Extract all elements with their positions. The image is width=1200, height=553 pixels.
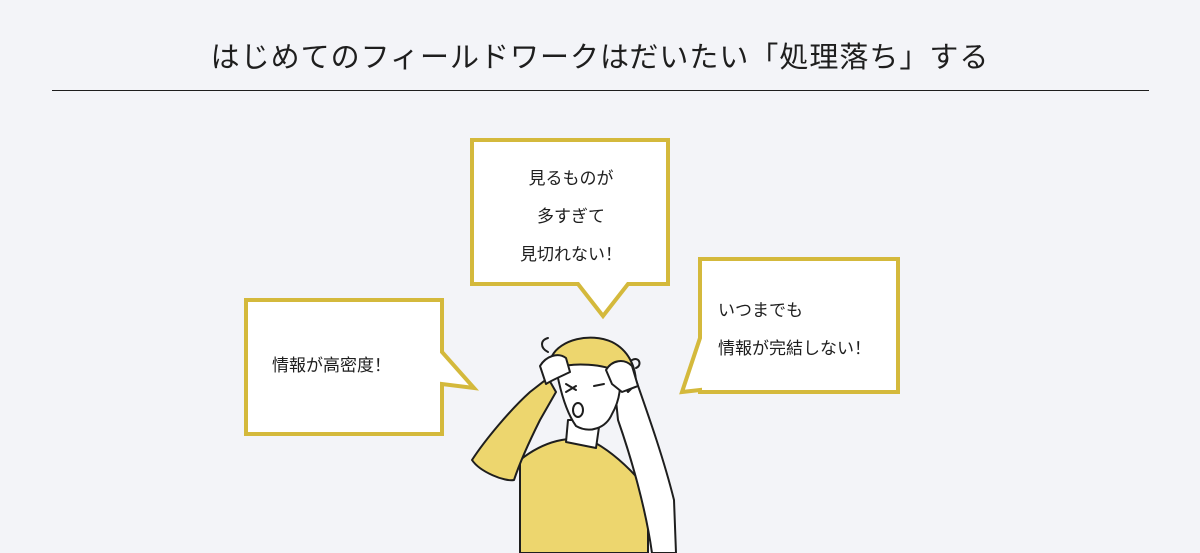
right-eye	[593, 383, 605, 387]
left-eye	[565, 383, 577, 393]
speech-bubble-right	[679, 257, 900, 395]
bubble-center-line-1: 見るものが	[528, 169, 614, 189]
hair-curl-right	[631, 358, 641, 369]
bubble-right-text: いつまでも 情報が完結しない！	[718, 292, 871, 368]
stressed-person-illustration	[471, 336, 677, 553]
bubble-right-line-1: いつまでも	[718, 301, 803, 321]
speech-bubble-center	[470, 138, 670, 320]
title-divider	[52, 90, 1149, 91]
bubble-center-line-3: 見切れない！	[520, 245, 622, 265]
face	[555, 363, 621, 431]
right-arm	[614, 379, 677, 553]
right-hand	[605, 360, 639, 393]
left-arm	[471, 377, 557, 482]
hair-curl-left	[541, 337, 549, 353]
bubble-left-text: 情報が高密度！	[272, 354, 391, 378]
mouth	[572, 402, 584, 418]
bubble-center-text: 見るものが 多すぎて 見切れない！	[472, 160, 670, 274]
bubble-left-line-1: 情報が高密度！	[272, 356, 391, 376]
left-hand	[539, 354, 571, 385]
bubble-right-line-2: 情報が完結しない！	[718, 339, 871, 359]
speech-bubble-left	[244, 298, 480, 436]
page-title: はじめてのフィールドワークはだいたい「処理落ち」する	[210, 40, 990, 74]
bubble-center-line-2: 多すぎて	[537, 207, 605, 227]
